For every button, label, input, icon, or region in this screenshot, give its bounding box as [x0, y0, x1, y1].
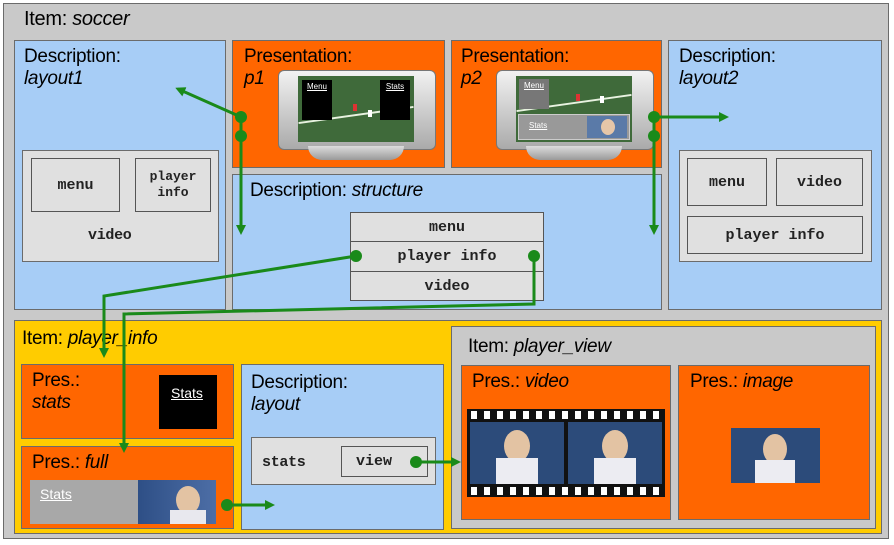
structure-title: Description: structure — [250, 180, 423, 201]
p2-stats-bar: Stats — [518, 114, 630, 140]
film-strip — [467, 409, 665, 497]
structure-row-player-info: player info — [350, 241, 544, 272]
p2-menu-block: Menu — [519, 79, 549, 109]
layout2-video-cell: video — [776, 158, 863, 206]
full-preview: Stats — [30, 480, 216, 524]
layout2-player-info-cell: player info — [687, 216, 863, 254]
structure-row-menu: menu — [350, 212, 544, 242]
pres-image-title: Pres.: image — [690, 371, 794, 392]
image-thumbnail — [731, 428, 820, 483]
item-soccer-title: Item: soccer — [24, 8, 130, 30]
p1-menu-block: Menu — [302, 80, 332, 120]
pres-stats-title: Pres.:stats — [32, 370, 80, 413]
pres-video-title: Pres.: video — [472, 371, 569, 392]
p1-stats-block: Stats — [380, 80, 410, 120]
pres-full-title: Pres.: full — [32, 452, 108, 473]
layout2-menu-cell: menu — [687, 158, 767, 206]
stats-button-preview: Stats — [159, 375, 217, 429]
layout-view-cell: view — [341, 446, 428, 477]
layout-stats-label: stats — [262, 454, 306, 471]
p2-title: Presentation:p2 — [461, 46, 570, 89]
item-player-info-title: Item: player_info — [22, 328, 158, 349]
tv-p1: Menu Stats — [278, 70, 436, 162]
layout-title: Description:layout — [251, 372, 348, 415]
tv-p2: Menu Stats — [496, 70, 654, 162]
layout1-video-label: video — [88, 227, 132, 244]
item-player-view-title: Item: player_view — [468, 336, 611, 357]
structure-row-video: video — [350, 271, 544, 301]
layout1-title: Description:layout1 — [24, 46, 121, 89]
layout1-menu-cell: menu — [31, 158, 120, 212]
p1-title: Presentation:p1 — [244, 46, 353, 89]
layout2-title: Description:layout2 — [679, 46, 776, 89]
